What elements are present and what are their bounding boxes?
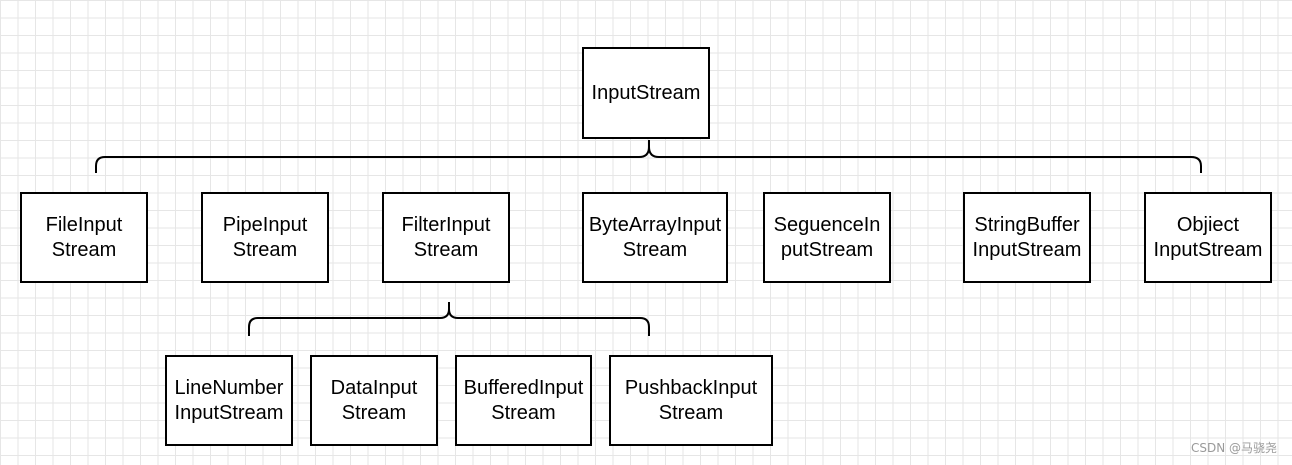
node-pushbackinputstream: PushbackInput Stream	[609, 355, 773, 446]
node-datainputstream: DataInput Stream	[310, 355, 438, 446]
node-linenumberinputstream: LineNumber InputStream	[165, 355, 293, 446]
root-brace	[95, 140, 1202, 173]
node-stringbufferinputstream: StringBuffer InputStream	[963, 192, 1091, 283]
node-fileinputstream: FileInput Stream	[20, 192, 148, 283]
node-sequenceinputstream: SeguenceIn putStream	[763, 192, 891, 283]
node-inputstream: InputStream	[582, 47, 710, 139]
filter-brace	[248, 302, 650, 336]
node-bufferedinputstream: BufferedInput Stream	[455, 355, 592, 446]
node-objectinputstream: Objiect InputStream	[1144, 192, 1272, 283]
node-filterinputstream: FilterInput Stream	[382, 192, 510, 283]
node-bytearrayinputstream: ByteArrayInput Stream	[582, 192, 728, 283]
node-pipeinputstream: PipeInput Stream	[201, 192, 329, 283]
watermark-text: CSDN @马骁尧	[1190, 441, 1277, 455]
